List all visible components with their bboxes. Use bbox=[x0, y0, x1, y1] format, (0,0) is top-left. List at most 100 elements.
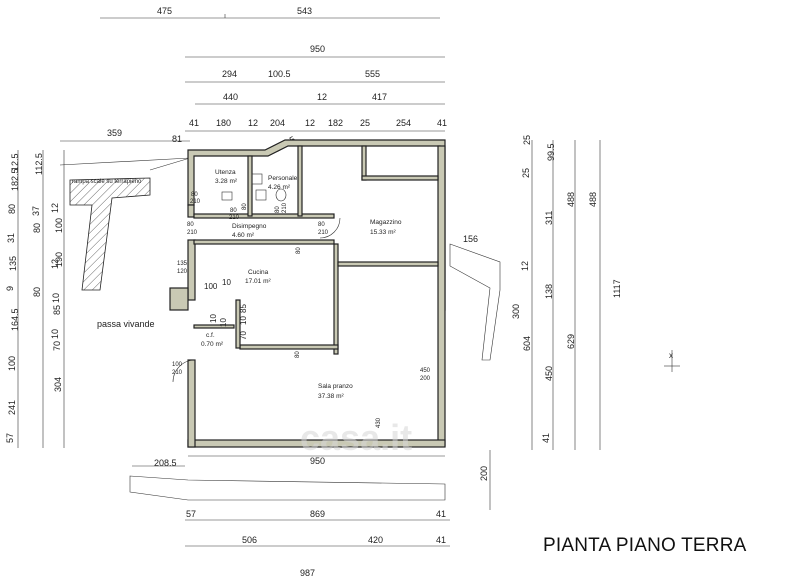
door-w: 80 bbox=[275, 206, 281, 213]
right-dimension-lines bbox=[531, 140, 601, 450]
dim-41-a: 41 bbox=[189, 118, 199, 128]
room-name-magazzino: Magazzino bbox=[370, 219, 402, 226]
door-h: 210 bbox=[190, 199, 201, 205]
dim-254: 254 bbox=[396, 118, 411, 128]
inner-dim: 70 bbox=[239, 331, 248, 340]
left-dim: 182.5 bbox=[10, 168, 20, 191]
dim-475: 475 bbox=[157, 6, 172, 16]
right-dim: 1117 bbox=[612, 279, 622, 298]
bottom-dim-partial: 987 bbox=[300, 568, 315, 576]
left-dim: 10 bbox=[50, 329, 60, 339]
door-w: 450 bbox=[420, 368, 431, 374]
bottom-dim-side: 200 bbox=[479, 466, 489, 481]
bottom-dimension-lines bbox=[132, 450, 491, 547]
plan-title: PIANTA PIANO TERRA bbox=[543, 535, 747, 556]
left-dim: 12.5 bbox=[10, 153, 20, 171]
door-w: 80 bbox=[296, 247, 302, 254]
dim-12-c: 12 bbox=[305, 118, 315, 128]
right-dim: 450 bbox=[544, 366, 554, 381]
left-dim: 80 bbox=[32, 287, 42, 297]
left-dim: 80 bbox=[7, 204, 17, 214]
door-w: 135 bbox=[177, 261, 188, 267]
left-dim: 241 bbox=[7, 400, 17, 415]
room-name-cucina: Cucina bbox=[248, 269, 269, 276]
left-dim: 12 bbox=[50, 203, 60, 213]
right-dim: 300 bbox=[511, 304, 521, 319]
door-w: 80 bbox=[187, 222, 194, 228]
left-dim: 37 bbox=[31, 206, 41, 216]
room-area-utenza: 3.28 m² bbox=[215, 178, 238, 185]
left-dim: 31 bbox=[6, 233, 16, 243]
left-dim: 80 bbox=[32, 223, 42, 233]
left-dim: 85 bbox=[52, 305, 62, 315]
door-h: 210 bbox=[229, 215, 240, 221]
ramp: rampa scale su terrapieno bbox=[59, 157, 191, 291]
room-name-sala-pranzo: Sala pranzo bbox=[318, 383, 353, 390]
right-dim: 604 bbox=[522, 336, 532, 351]
right-dim: 41 bbox=[541, 433, 551, 443]
door-labels: 80 210 80 210 80 210 80 210 80 210 80 13… bbox=[172, 192, 431, 428]
dim-180: 180 bbox=[216, 118, 231, 128]
walls bbox=[129, 139, 501, 501]
room-name-cf: c.f. bbox=[206, 332, 215, 339]
left-dim: 135 bbox=[8, 256, 18, 271]
door-w: 80 bbox=[242, 203, 248, 210]
right-dim: 488 bbox=[588, 192, 598, 207]
left-dim: 164.5 bbox=[10, 308, 20, 331]
inner-dim: 85 bbox=[239, 304, 248, 313]
dim-204: 204 bbox=[270, 118, 285, 128]
pass-label: passa vivande bbox=[97, 319, 155, 329]
inner-dim: 10 bbox=[209, 314, 218, 323]
room-area-disimpegno: 4.60 m² bbox=[232, 232, 255, 239]
door-w: 80 bbox=[230, 208, 237, 214]
inner-dim: 10 bbox=[219, 318, 228, 327]
door-w: 80 bbox=[191, 192, 198, 198]
door-h: 120 bbox=[177, 269, 188, 275]
left-dim: 100 bbox=[54, 218, 64, 233]
axis-label: x bbox=[669, 351, 673, 360]
dim-440: 440 bbox=[223, 92, 238, 102]
door-h: 210 bbox=[282, 202, 288, 213]
dim-25: 25 bbox=[360, 118, 370, 128]
dim-12-a: 12 bbox=[317, 92, 327, 102]
dim-294: 294 bbox=[222, 69, 237, 79]
room-area-personale: 4.26 m² bbox=[268, 184, 291, 191]
bottom-dim: 57 bbox=[186, 509, 196, 519]
right-dim: 629 bbox=[566, 334, 576, 349]
right-dim: 156 bbox=[463, 234, 478, 244]
door-w: 430 bbox=[376, 417, 382, 428]
fixtures bbox=[172, 173, 341, 383]
left-dimension-lines bbox=[17, 150, 65, 448]
room-area-magazzino: 15.33 m² bbox=[370, 229, 396, 236]
right-dim: 99.5 bbox=[546, 143, 556, 161]
bottom-dim: 869 bbox=[310, 509, 325, 519]
room-name-personale: Personale bbox=[268, 175, 298, 182]
door-w: 80 bbox=[295, 351, 301, 358]
axis-mark: x bbox=[664, 350, 680, 372]
dim-359: 359 bbox=[107, 128, 122, 138]
right-dim: 25 bbox=[521, 168, 531, 178]
ramp-label: rampa scale su terrapieno bbox=[72, 179, 142, 185]
bottom-dimensions: 950 208.5 57 869 41 506 420 41 200 987 bbox=[154, 456, 489, 576]
dim-81: 81 bbox=[172, 134, 182, 144]
door-w: 80 bbox=[318, 222, 325, 228]
room-area-cf: 0.70 m² bbox=[201, 341, 224, 348]
door-h: 210 bbox=[187, 230, 198, 236]
door-h: 210 bbox=[172, 370, 183, 376]
door-h: 200 bbox=[420, 376, 431, 382]
left-dimensions: 12.5 182.5 80 31 135 9 164.5 100 241 57 … bbox=[5, 153, 64, 443]
dim-12-b: 12 bbox=[248, 118, 258, 128]
right-dim: 311 bbox=[544, 211, 554, 225]
dim-543: 543 bbox=[297, 6, 312, 16]
left-dim: 10 bbox=[51, 293, 61, 303]
room-labels: Utenza 3.28 m² Personale 4.26 m² Disimpe… bbox=[201, 169, 402, 400]
right-dim: 25 bbox=[522, 135, 532, 145]
right-dim: 488 bbox=[566, 192, 576, 207]
watermark: casa.it bbox=[300, 417, 412, 458]
bottom-dim: 420 bbox=[368, 535, 383, 545]
dim-555: 555 bbox=[365, 69, 380, 79]
left-dim: 57 bbox=[5, 433, 15, 443]
dim-417: 417 bbox=[372, 92, 387, 102]
door-w: 100 bbox=[172, 362, 183, 368]
